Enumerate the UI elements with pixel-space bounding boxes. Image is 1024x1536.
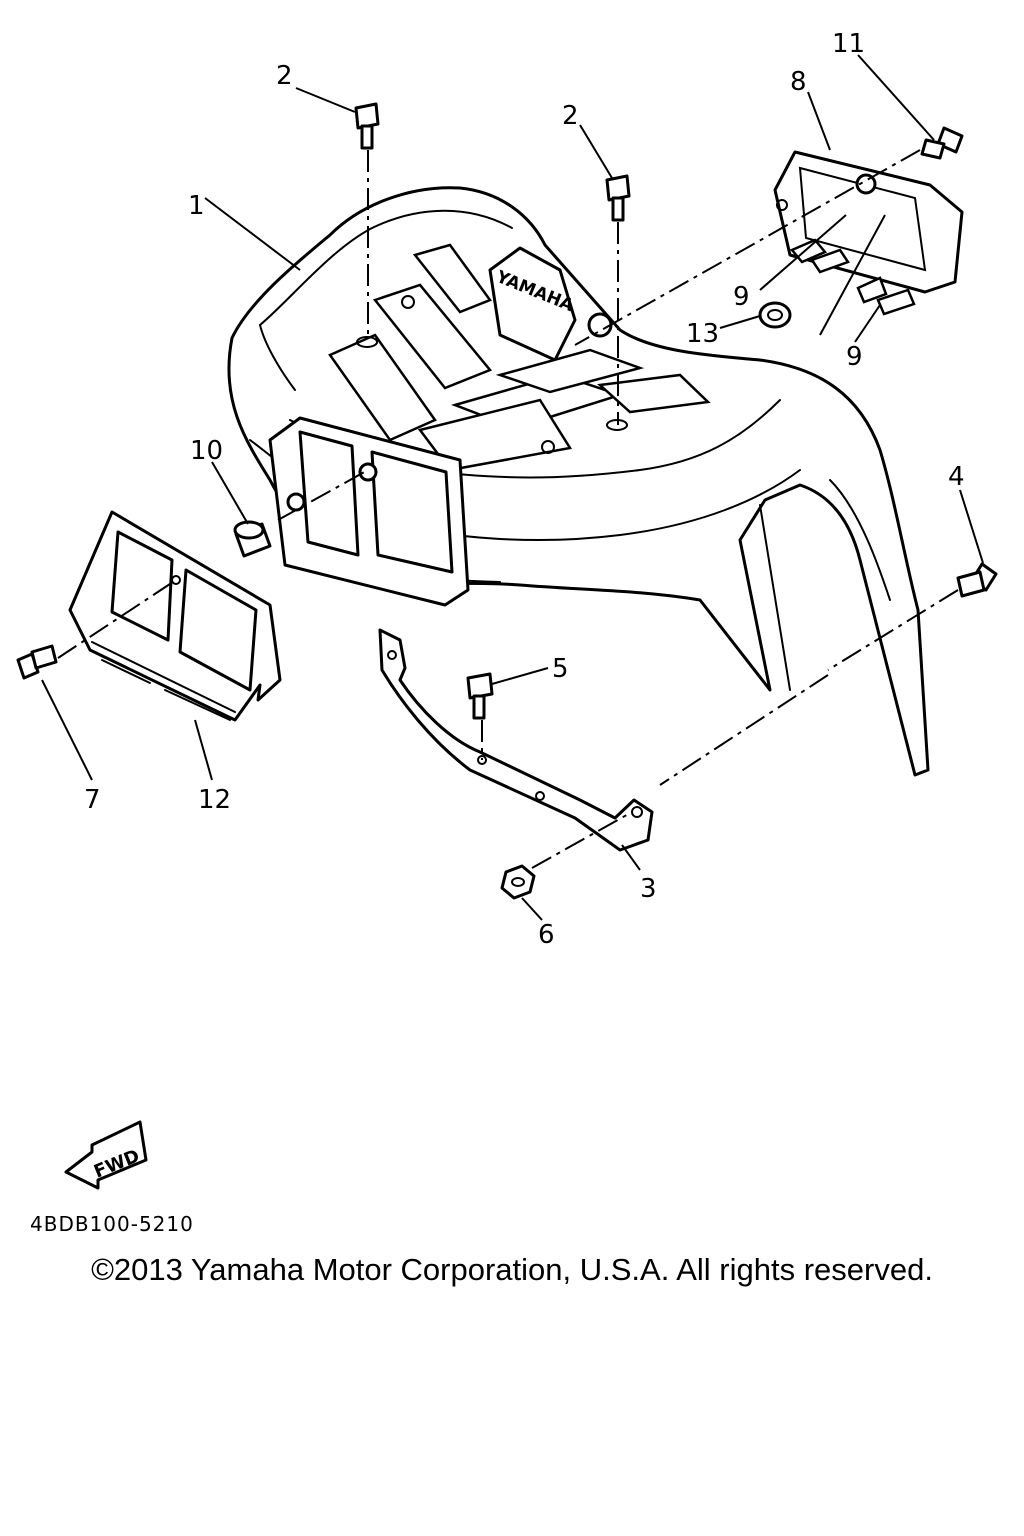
callout-1: 1 [188,191,205,221]
callout-6: 6 [538,920,555,950]
callout-9-lower: 9 [846,342,863,372]
callout-12: 12 [198,785,231,815]
bolt-11 [920,126,964,160]
bolt-7 [16,644,58,680]
callout-13: 13 [686,319,719,349]
headlight-bezel [68,510,282,722]
bolt-2-right [605,174,631,222]
callout-7: 7 [84,785,101,815]
callout-11: 11 [832,29,865,59]
stay-bracket [378,628,654,852]
nut-6 [500,864,536,900]
grommet [758,301,792,329]
callout-9-upper: 9 [733,282,750,312]
bolt-2-left [354,102,380,150]
callout-5: 5 [552,654,569,684]
bolt-5 [466,672,494,720]
callout-4: 4 [948,462,965,492]
callout-3: 3 [640,874,657,904]
exploded-view-drawing: YAMAHA [16,29,998,1190]
callout-10: 10 [190,436,223,466]
callouts: 2 2 1 11 8 9 9 13 10 4 5 7 12 3 6 [84,29,965,950]
callout-2-right: 2 [562,101,579,131]
taillight-lens [773,150,964,294]
fwd-arrow-icon: FWD [64,1120,148,1190]
bolt-4 [956,562,998,598]
headlight-housing [268,416,470,607]
callout-8: 8 [790,67,807,97]
collar [233,520,272,558]
leader-lines [41,54,984,921]
copyright-notice: ©2013 Yamaha Motor Corporation, U.S.A. A… [91,1252,933,1287]
catalog-code: 4BDB100-5210 [30,1212,194,1236]
assembly-lines [57,149,959,869]
callout-2-left: 2 [276,61,293,91]
reflector-strips [789,238,916,316]
